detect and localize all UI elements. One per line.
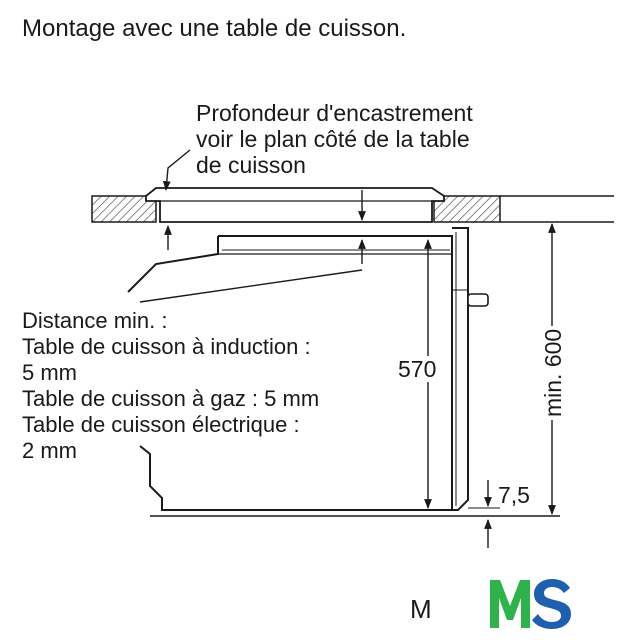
depth-note-line-1: Profondeur d'encastrement	[196, 100, 473, 126]
cooktop	[145, 187, 445, 223]
partial-letter: M	[410, 594, 432, 624]
depth-note-line-3: de cuisson	[196, 152, 306, 178]
oven-body	[127, 235, 453, 511]
dim-600-label: min. 600	[540, 325, 566, 420]
depth-note-line-2: voir le plan côté de la table	[196, 126, 470, 152]
ms-logo	[490, 579, 571, 629]
dim-570-label: 570	[398, 356, 437, 382]
distance-note-line-5: Table de cuisson électrique :	[22, 412, 300, 437]
depth-note: Profondeur d'encastrement voir le plan c…	[196, 100, 473, 178]
oven-knob	[467, 293, 489, 307]
dim-7-5-label: 7,5	[498, 482, 530, 508]
distance-note-line-1: Distance min. :	[22, 308, 168, 333]
distance-leader	[139, 269, 363, 303]
logo-letter-m	[490, 580, 530, 628]
page-title: Montage avec une table de cuisson.	[22, 15, 407, 42]
distance-note-line-2: Table de cuisson à induction :	[22, 334, 311, 359]
distance-note-line-6: 2 mm	[22, 438, 77, 463]
oven-door	[452, 227, 469, 511]
logo-letter-s	[532, 579, 571, 629]
depth-leader	[162, 149, 191, 191]
distance-note-line-4: Table de cuisson à gaz : 5 mm	[22, 386, 320, 411]
worktop-right	[433, 195, 501, 223]
distance-note-line-3: 5 mm	[22, 360, 77, 385]
distance-note: Distance min. : Table de cuisson à induc…	[22, 308, 319, 464]
